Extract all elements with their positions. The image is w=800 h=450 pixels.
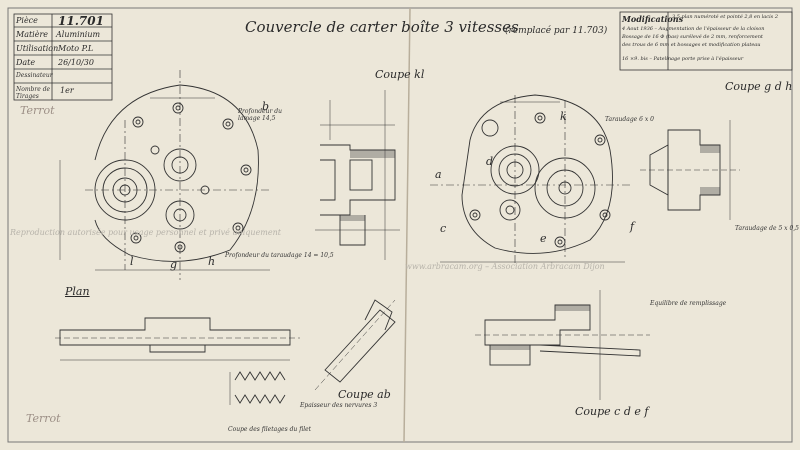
material-value: Aluminium	[56, 30, 101, 39]
title-label-prints: Nombre de Tirages	[16, 86, 51, 100]
prints-value: 1er	[60, 86, 74, 95]
date-value: 26/10/30	[58, 58, 94, 67]
cut-letter-l: l	[130, 255, 134, 268]
annotation-tap-depth: Profondeur du taraudage 14 = 10,5	[225, 252, 334, 259]
annotation-filling: Equilibre de remplissage	[650, 300, 727, 307]
cut-letter-a: a	[435, 168, 442, 181]
modifications-heading: Modifications	[622, 14, 684, 24]
cut-letter-c: c	[440, 222, 447, 235]
modification-line: des trous de 6 mm et bossages et modific…	[622, 42, 761, 48]
cut-letter-h: h	[208, 255, 216, 268]
watermark: www.arbracam.org – Association Arbracam …	[405, 262, 605, 271]
title-block-frame	[13, 13, 113, 101]
section-label-plan: Plan	[65, 285, 90, 298]
annotation-tapping-5: Taraudage de 5 x 0,5	[735, 225, 799, 232]
section-label-kl: Coupe kl	[375, 68, 425, 81]
drawing-title: Couvercle de carter boîte 3 vitesses	[245, 18, 519, 36]
cut-letter-g: g	[170, 258, 178, 271]
brand-stamp: Terrot	[26, 412, 61, 425]
section-label-ab: Coupe ab	[338, 388, 391, 401]
cut-letter-e: e	[540, 232, 547, 245]
section-label-gdh: Coupe g d h	[725, 80, 793, 93]
title-label-date: Date	[16, 58, 36, 67]
title-label-material: Matière	[16, 30, 49, 39]
brand-stamp: Terrot	[20, 104, 55, 117]
modification-line: 3,5 plan numéroté et pointé 2,8 en lacis…	[672, 14, 779, 20]
section-label-cdef: Coupe c d e f	[575, 405, 649, 418]
modification-line: 4 Aout 1936 – Augmentation de l'épaisseu…	[622, 26, 765, 32]
annotation-counterbore: Profondeur du lamage 14,5	[238, 108, 282, 122]
annotation-tapping: Taraudage 6 x 0	[605, 116, 654, 123]
cut-letter-f: f	[630, 220, 635, 233]
drawing-subtitle: (remplacé par 11.703)	[505, 26, 608, 36]
title-label-piece: Pièce	[16, 16, 38, 25]
annotation-thread-section: Coupe des filetages du filet	[228, 426, 312, 433]
title-label-usage: Utilisation	[16, 44, 59, 53]
annotation-rib-thickness: Epaisseur des nervures 3	[300, 402, 378, 409]
watermark: Reproduction autorisée pour usage person…	[10, 228, 281, 237]
modification-line: Bossage de 16 Φ (bas) surélevé de 2 mm, …	[622, 34, 763, 40]
title-label-drafter: Dessinateur	[16, 72, 53, 79]
usage-value: Moto P.L	[58, 44, 94, 53]
cut-letter-k: k	[560, 110, 567, 123]
part-number: 11.701	[58, 14, 104, 28]
modification-line: 16 ×9. bis – Patelinage porte prise à l'…	[622, 56, 744, 62]
cut-letter-d: d	[486, 155, 494, 168]
cut-letter-b: b	[262, 100, 270, 113]
